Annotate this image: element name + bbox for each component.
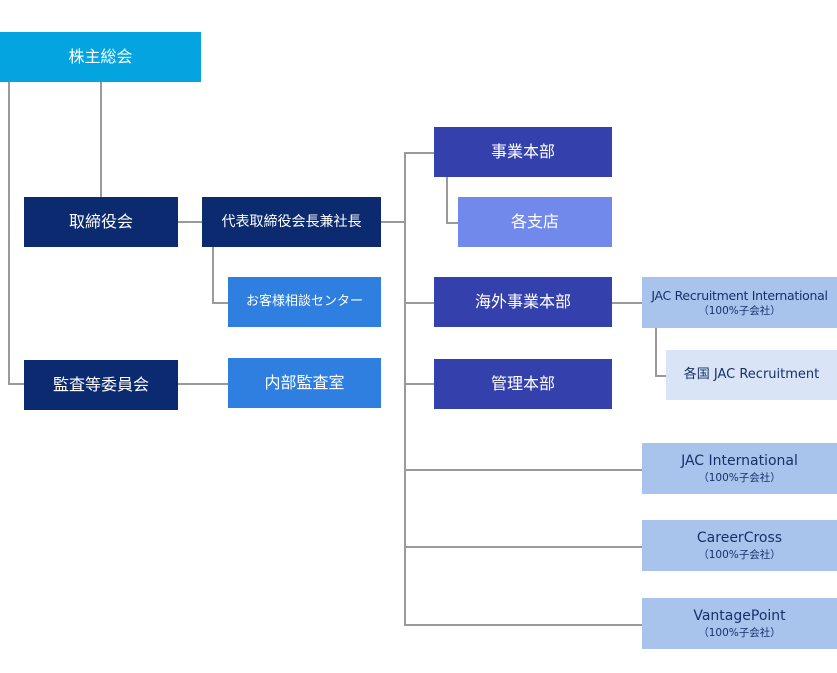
connector-line [612, 302, 642, 304]
local-jac-recruitment-label: 各国 JAC Recruitment [683, 367, 820, 383]
connector-line [212, 302, 228, 304]
internal-audit-box: 内部監査室 [228, 358, 381, 408]
connector-line [100, 82, 102, 197]
branches-label: 各支店 [510, 212, 559, 232]
overseas-hq-box: 海外事業本部 [434, 277, 612, 327]
shareholders-meeting-label: 株主総会 [68, 47, 133, 67]
jac-international-box: JAC International （100%子会社） [642, 443, 837, 494]
admin-hq-label: 管理本部 [490, 374, 555, 394]
connector-line [404, 469, 642, 471]
ceo-label: 代表取締役会長兼社長 [221, 213, 362, 230]
connector-line [8, 82, 10, 383]
connector-line [655, 328, 657, 375]
jac-recruitment-international-box: JAC Recruitment International （100%子会社） [642, 277, 837, 328]
ceo-box: 代表取締役会長兼社長 [202, 197, 381, 247]
business-hq-label: 事業本部 [490, 142, 555, 162]
connector-line [404, 383, 435, 385]
customer-center-box: お客様相談センター [228, 277, 381, 327]
connector-line [212, 247, 214, 302]
local-jac-recruitment-box: 各国 JAC Recruitment [666, 350, 837, 400]
vantagepoint-label: VantagePoint [693, 607, 786, 624]
vantagepoint-subsidiary-label: （100%子会社） [698, 626, 781, 639]
connector-line [446, 177, 448, 222]
jac-recruitment-international-subsidiary-label: （100%子会社） [698, 304, 781, 317]
vantagepoint-box: VantagePoint （100%子会社） [642, 598, 837, 649]
connector-line [446, 222, 458, 224]
admin-hq-box: 管理本部 [434, 359, 612, 409]
connector-line [178, 383, 228, 385]
internal-audit-label: 内部監査室 [264, 373, 345, 393]
audit-committee-label: 監査等委員会 [52, 375, 149, 395]
shareholders-meeting-box: 株主総会 [0, 32, 201, 82]
connector-line [655, 375, 666, 377]
customer-center-label: お客様相談センター [245, 294, 363, 310]
careercross-label: CareerCross [696, 529, 783, 546]
connector-line [404, 152, 406, 624]
jac-international-subsidiary-label: （100%子会社） [698, 471, 781, 484]
connector-line [404, 546, 642, 548]
connector-line [178, 221, 202, 223]
audit-committee-box: 監査等委員会 [24, 360, 178, 410]
connector-line [381, 221, 404, 223]
connector-line [404, 302, 435, 304]
board-of-directors-label: 取締役会 [68, 212, 133, 232]
jac-international-label: JAC International [681, 452, 798, 469]
connector-line [404, 152, 435, 154]
careercross-box: CareerCross （100%子会社） [642, 520, 837, 571]
business-hq-box: 事業本部 [434, 127, 612, 177]
connector-line [404, 624, 642, 626]
overseas-hq-label: 海外事業本部 [474, 292, 571, 312]
board-of-directors-box: 取締役会 [24, 197, 178, 247]
connector-line [8, 383, 25, 385]
branches-box: 各支店 [458, 197, 612, 247]
careercross-subsidiary-label: （100%子会社） [698, 548, 781, 561]
jac-recruitment-international-label: JAC Recruitment International [651, 287, 828, 303]
